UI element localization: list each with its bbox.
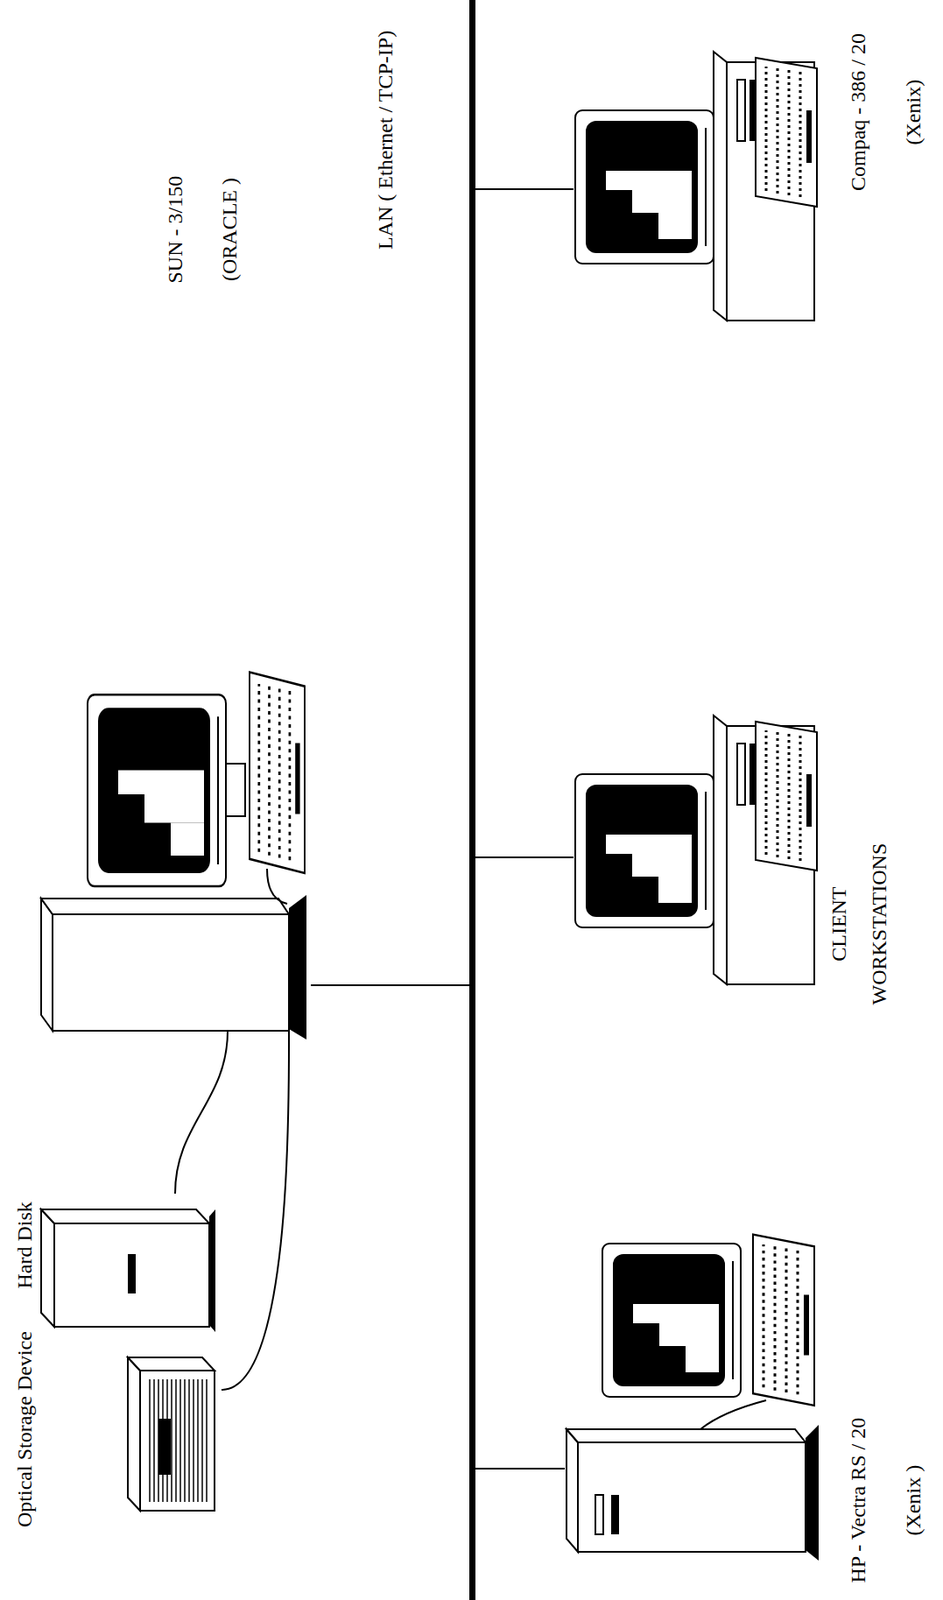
hard-disk-node: Hard Disk xyxy=(7,1193,218,1327)
optical-storage-node: Optical Storage Device xyxy=(7,1328,222,1552)
drawing-part xyxy=(700,1400,767,1429)
drawing-part xyxy=(158,1418,171,1475)
node-label: Optical Storage Device xyxy=(11,1330,38,1528)
server-node: SUN - 3/150 (ORACLE ) xyxy=(7,154,311,1031)
drawing-part xyxy=(41,1209,210,1224)
client-node: HP - Vectra RS / 20 (Xenix ) xyxy=(564,1227,937,1596)
hard-disk-unit xyxy=(41,1209,216,1332)
network-cable xyxy=(475,1467,565,1470)
lan-bus: LAN ( Ethernet / TCP-IP) xyxy=(469,0,476,1600)
drawing-part xyxy=(805,1424,819,1561)
node-label: Hard Disk xyxy=(11,1201,38,1288)
drawing-part xyxy=(41,1209,55,1327)
drawing-part xyxy=(41,898,289,915)
drawing-part xyxy=(752,1234,815,1407)
drawing-part xyxy=(288,894,307,1040)
drawing-part xyxy=(127,1357,215,1371)
drawing-part xyxy=(147,1379,209,1502)
drawing-part xyxy=(267,868,288,904)
drawing-part xyxy=(209,1209,216,1332)
optical-storage-device xyxy=(127,1357,215,1511)
drawing-part xyxy=(611,1494,620,1535)
network-cable xyxy=(310,984,470,986)
drawing-part xyxy=(602,1243,741,1397)
drawing-part xyxy=(127,1357,141,1511)
drawing-part xyxy=(41,898,53,1031)
drawing-part xyxy=(566,1428,578,1552)
drawing-part xyxy=(566,1428,806,1443)
drawing-part xyxy=(225,763,246,817)
drawing-part xyxy=(54,1223,210,1327)
drawing-part xyxy=(52,914,289,1031)
sun-server xyxy=(41,672,307,1041)
node-label: (ORACLE ) xyxy=(216,177,243,282)
drawing-part xyxy=(127,1253,136,1294)
drawing-part xyxy=(140,1370,215,1511)
network-cable xyxy=(475,856,574,859)
client-node: Compaq - 386 / 20 (Xenix) xyxy=(573,4,937,339)
node-label: SUN - 3/150 xyxy=(161,175,189,284)
network-cable xyxy=(221,1030,289,1390)
node-label: HP - Vectra RS / 20 xyxy=(844,1417,872,1584)
drawing-part xyxy=(577,1442,806,1552)
drawing-part xyxy=(595,1494,604,1535)
drawing-part xyxy=(249,672,305,874)
node-label: CLIENT WORKSTATIONS xyxy=(818,843,900,1006)
node-label: (Xenix ) xyxy=(900,1464,927,1536)
node-label: Compaq - 386 / 20 xyxy=(844,33,872,191)
compaq-computer xyxy=(575,51,817,321)
client-node: CLIENT WORKSTATIONS xyxy=(573,741,937,1040)
node-label: LAN ( Ethernet / TCP-IP) xyxy=(372,30,399,250)
client-computer xyxy=(575,715,817,985)
network-cable xyxy=(175,1030,228,1194)
network-cable xyxy=(475,188,574,191)
node-label: (Xenix) xyxy=(900,79,927,146)
hp-computer xyxy=(566,1234,819,1562)
drawing-part xyxy=(87,694,226,887)
